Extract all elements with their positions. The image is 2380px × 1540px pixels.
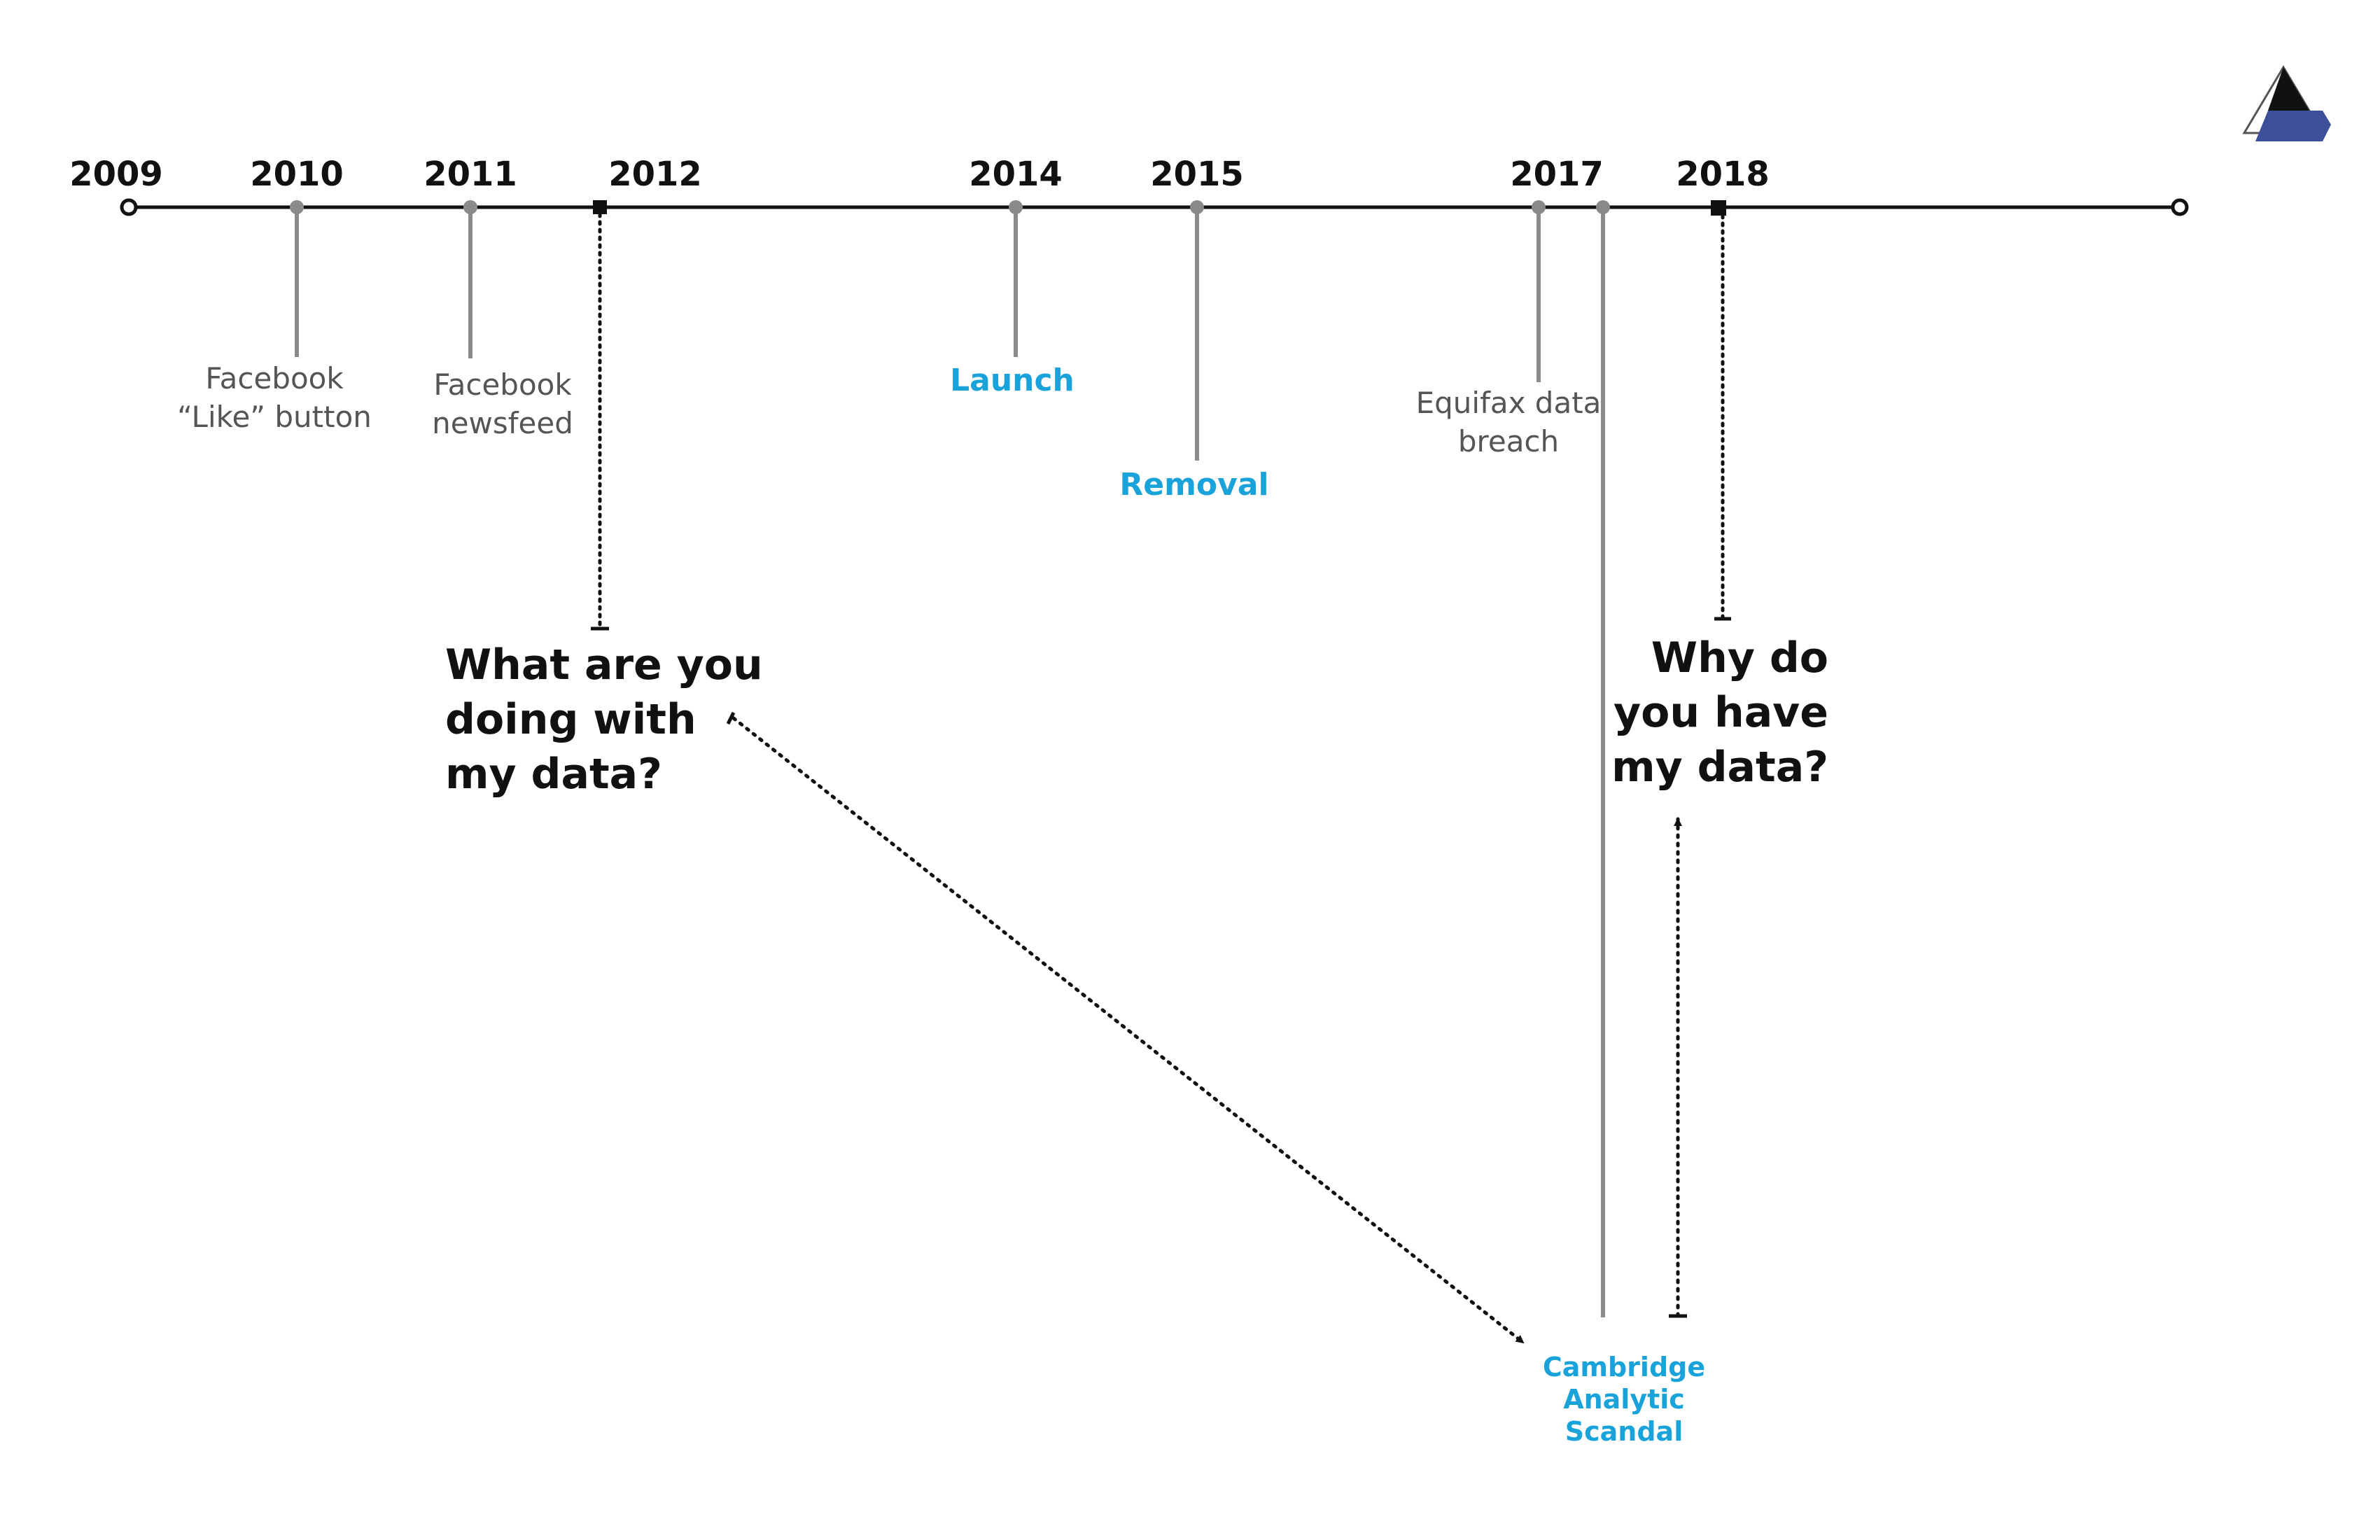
question-what-line3: my data?	[445, 750, 662, 799]
event-label-cambridge-line3: Scandal	[1565, 1416, 1683, 1447]
question-why-line1: Why do	[1651, 634, 1828, 682]
year-label-2012: 2012	[608, 155, 702, 194]
dotted-arrow-to-cambridge	[726, 711, 1525, 1345]
event-label-equifax-line2: breach	[1458, 424, 1559, 458]
question-what-line2: doing with	[445, 695, 696, 744]
question-why-line3: my data?	[1611, 743, 1828, 792]
year-label-2015: 2015	[1150, 155, 1244, 194]
event-label-cambridge-line1: Cambridge	[1543, 1352, 1705, 1382]
event-label-like-line2: “Like” button	[177, 400, 372, 434]
question-why-line2: you have	[1614, 688, 1828, 737]
marker-2018-square	[1711, 200, 1726, 216]
question-what-doing: What are you doing with my data?	[445, 640, 763, 799]
event-label-equifax-line1: Equifax data	[1416, 386, 1602, 420]
event-cambridge: Cambridge Analytic Scandal	[1543, 200, 1705, 1447]
marker-2012-square	[593, 200, 607, 214]
timeline-end-marker	[2171, 198, 2189, 216]
event-label-removal: Removal	[1119, 467, 1268, 503]
event-newsfeed: Facebook newsfeed	[432, 200, 573, 440]
event-launch: Launch	[950, 200, 1074, 398]
dotted-arrow-to-why-question	[1669, 817, 1687, 1318]
question-why-have: Why do you have my data?	[1611, 634, 1828, 792]
event-equifax: Equifax data breach	[1416, 200, 1602, 458]
event-like-button: Facebook “Like” button	[177, 200, 372, 434]
event-label-cambridge-line2: Analytic	[1563, 1384, 1685, 1415]
triangle-logo-icon	[2242, 65, 2331, 141]
dotted-connector-2018	[1714, 214, 1731, 621]
event-removal: Removal	[1119, 200, 1269, 503]
year-label-2009: 2009	[69, 155, 163, 194]
year-label-2010: 2010	[250, 155, 344, 194]
event-label-like-line1: Facebook	[205, 361, 344, 396]
event-label-launch: Launch	[950, 363, 1074, 398]
year-label-2017: 2017	[1510, 155, 1604, 194]
event-label-newsfeed-line1: Facebook	[433, 368, 572, 402]
year-label-2018: 2018	[1676, 155, 1770, 194]
dotted-connector-2012	[591, 212, 609, 631]
year-label-2011: 2011	[424, 155, 517, 194]
year-label-2014: 2014	[969, 155, 1063, 194]
timeline-start-marker	[120, 198, 138, 216]
question-what-line1: What are you	[445, 640, 763, 690]
event-label-newsfeed-line2: newsfeed	[432, 406, 573, 440]
